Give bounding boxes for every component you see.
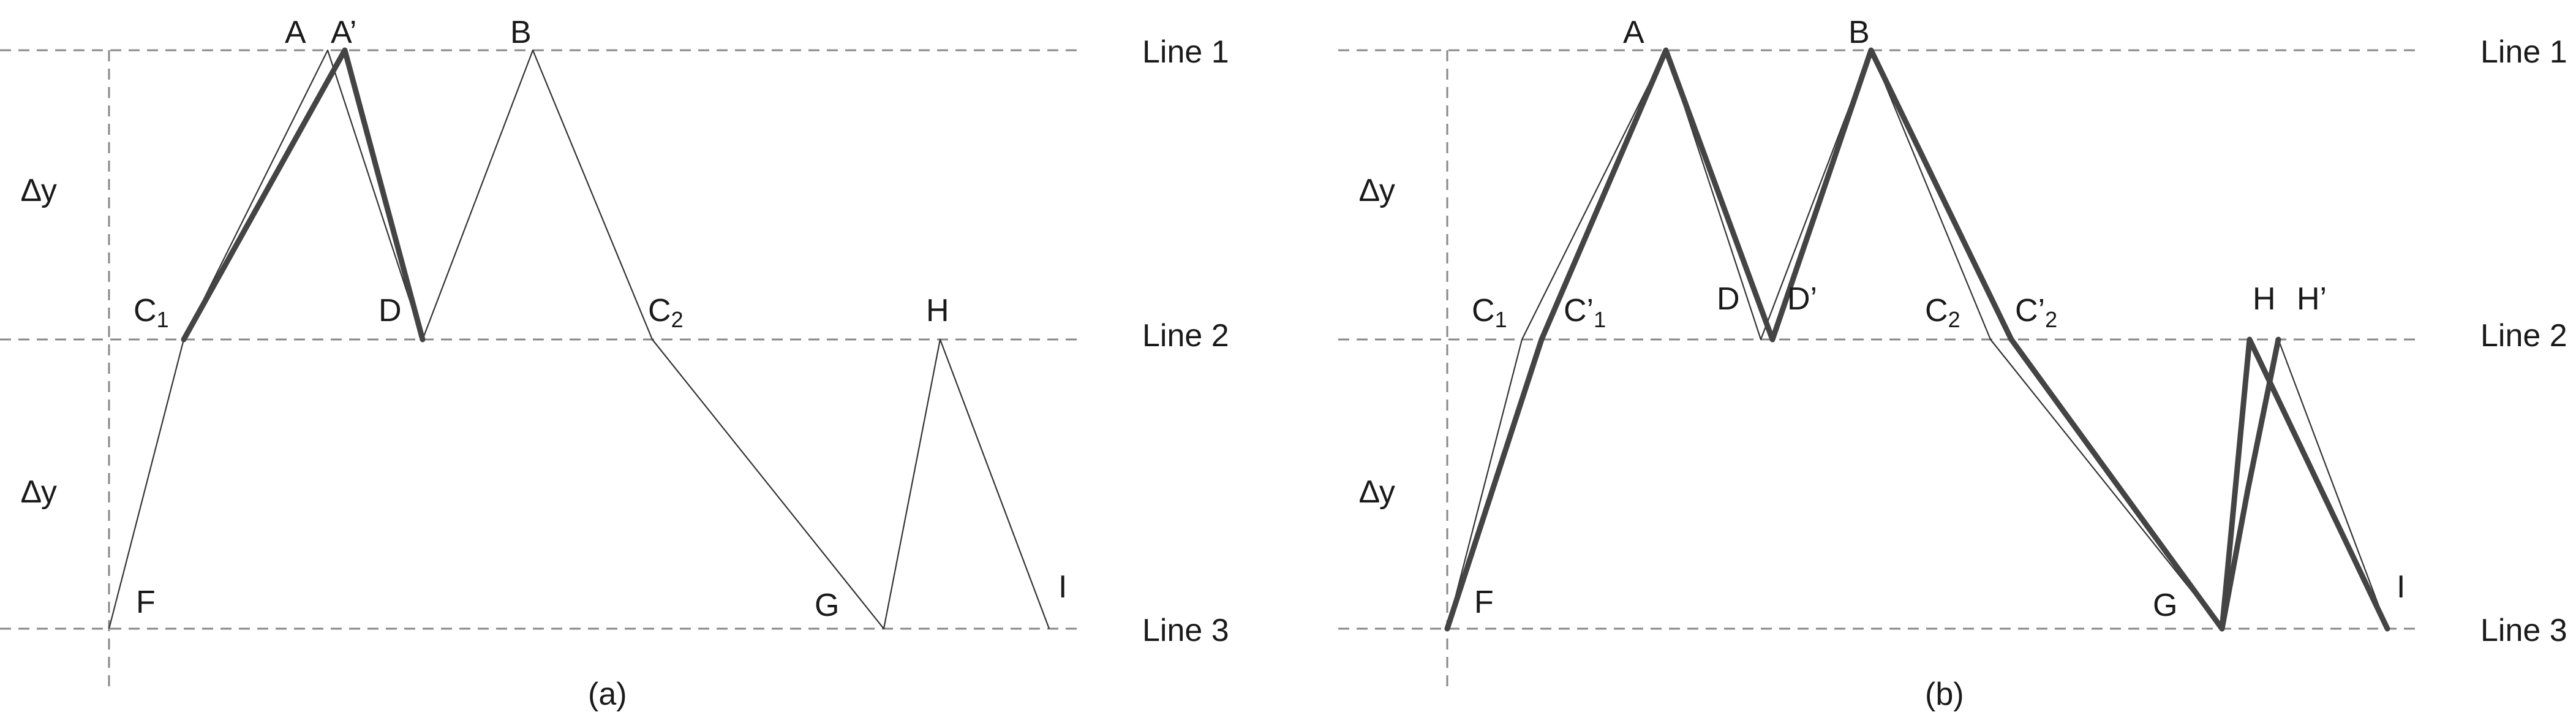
point-label-C2-prime: C’2 xyxy=(2015,293,2057,332)
point-label-G: G xyxy=(2153,588,2177,623)
point-label-C1-prime: C’1 xyxy=(1564,293,1606,332)
delta-y-label-lower: ∆y xyxy=(1360,474,1395,510)
line-2-label: Line 2 xyxy=(2480,318,2567,354)
line-2-label: Line 2 xyxy=(1142,318,1229,354)
point-label-H: H xyxy=(2253,281,2276,317)
line-3-label: Line 3 xyxy=(2480,613,2567,648)
point-label-F: F xyxy=(136,585,156,620)
line-1-label: Line 1 xyxy=(1142,34,1229,70)
panel-caption-b: (b) xyxy=(1925,676,1964,712)
delta-y-label-upper: ∆y xyxy=(1360,173,1395,208)
panel-b: A B C1 C’1 D D’ C2 C’2 H H’ F G I ∆y ∆y … xyxy=(1338,15,2567,712)
point-label-A: A xyxy=(285,15,306,50)
panel-caption-a: (a) xyxy=(588,676,627,712)
line-1-label: Line 1 xyxy=(2480,34,2567,70)
point-label-C1: C1 xyxy=(134,293,169,332)
original-path xyxy=(108,49,1050,630)
point-label-C1: C1 xyxy=(1472,293,1507,332)
point-label-D-prime: D’ xyxy=(1787,281,1817,317)
modified-path xyxy=(1444,47,2281,632)
modified-path xyxy=(181,47,426,343)
modified-path-end xyxy=(2219,336,2390,632)
point-label-I: I xyxy=(1058,569,1067,605)
point-label-D: D xyxy=(1717,281,1740,317)
line-3-label: Line 3 xyxy=(1142,613,1229,648)
panel-a: A A’ B C1 D C2 H F G I ∆y ∆y Line 1 Line… xyxy=(0,15,1229,712)
point-label-H-prime: H’ xyxy=(2297,281,2327,317)
point-label-H: H xyxy=(926,293,949,328)
point-label-A-prime: A’ xyxy=(331,15,356,50)
point-label-I: I xyxy=(2397,569,2405,605)
point-label-G: G xyxy=(815,588,839,623)
point-label-B: B xyxy=(1848,15,1870,50)
point-label-C2: C2 xyxy=(1925,293,1960,332)
point-label-A: A xyxy=(1623,15,1644,50)
point-label-D: D xyxy=(378,293,402,328)
delta-y-label-lower: ∆y xyxy=(21,474,57,510)
point-label-F: F xyxy=(1474,585,1494,620)
delta-y-label-upper: ∆y xyxy=(21,173,57,208)
point-label-C2: C2 xyxy=(648,293,684,332)
point-label-B: B xyxy=(510,15,532,50)
